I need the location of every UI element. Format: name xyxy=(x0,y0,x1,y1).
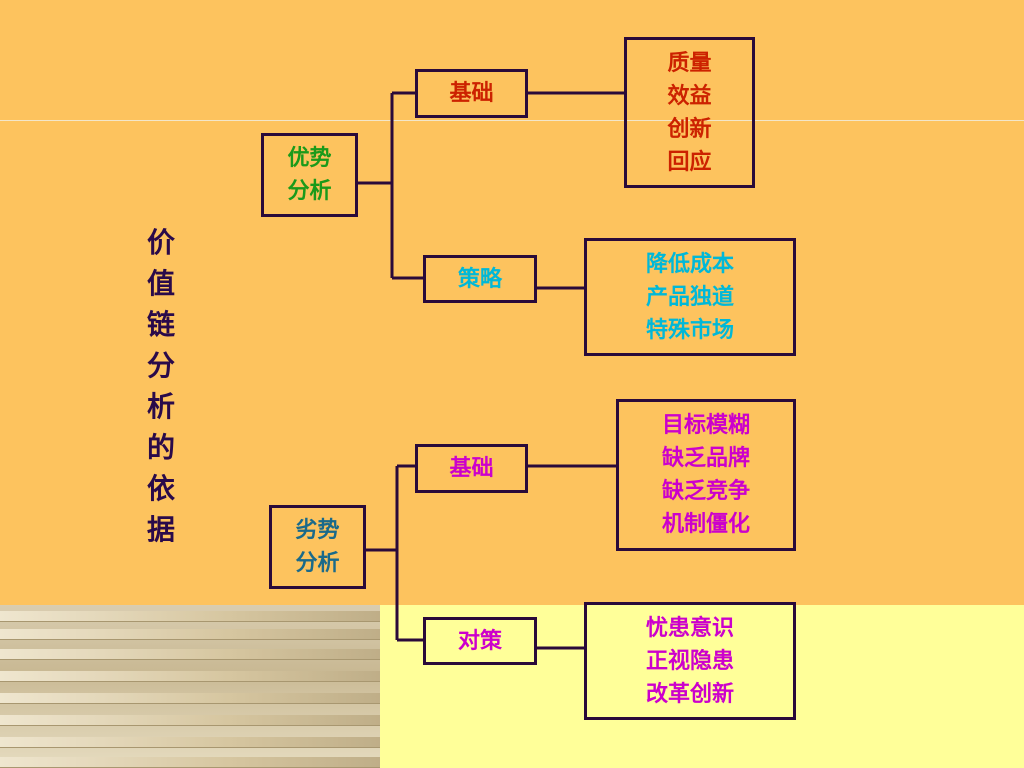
decorative-divider xyxy=(0,120,1024,121)
paper-stack-image xyxy=(0,605,380,768)
disadvantage-countermeasure-box: 对策 xyxy=(423,617,537,665)
advantage-analysis-box: 优势 分析 xyxy=(261,133,358,217)
disadvantage-basis-items-box: 目标模糊 缺乏品牌 缺乏竞争 机制僵化 xyxy=(616,399,796,551)
advantage-strategy-items-box: 降低成本 产品独道 特殊市场 xyxy=(584,238,796,356)
disadvantage-basis-box: 基础 xyxy=(415,444,528,493)
advantage-basis-items-box: 质量 效益 创新 回应 xyxy=(624,37,755,188)
disadvantage-countermeasure-items-box: 忧患意识 正视隐患 改革创新 xyxy=(584,602,796,720)
page-title: 价 值 链 分 析 的 依 据 xyxy=(146,226,175,546)
advantage-strategy-box: 策略 xyxy=(423,255,537,303)
disadvantage-analysis-box: 劣势 分析 xyxy=(269,505,366,589)
advantage-basis-box: 基础 xyxy=(415,69,528,118)
